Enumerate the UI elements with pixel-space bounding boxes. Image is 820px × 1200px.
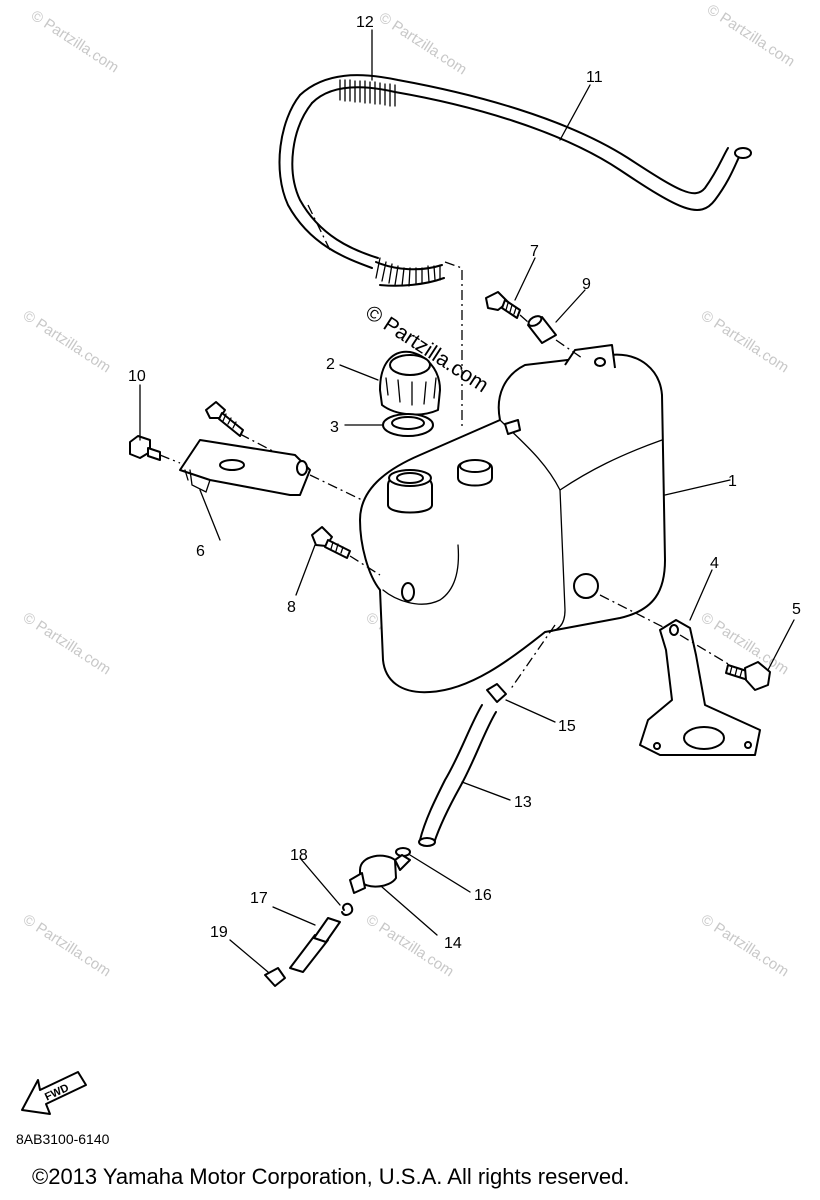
callout-14: 14 xyxy=(444,935,462,952)
watermark: © Partzilla.com xyxy=(20,609,114,678)
hose-coil-upper xyxy=(339,79,396,107)
clip-18 xyxy=(341,902,354,916)
pipe-17 xyxy=(289,917,341,973)
gasket-ring xyxy=(382,413,434,437)
fwd-label: FWD xyxy=(43,1082,71,1103)
callout-15: 15 xyxy=(558,718,576,735)
leader-lines xyxy=(139,29,795,973)
callout-3: 3 xyxy=(330,419,339,436)
callout-8: 8 xyxy=(287,599,296,616)
bolt-5 xyxy=(725,661,771,691)
watermark: © Partzilla.com xyxy=(20,911,114,980)
watermark: © Partzilla.com xyxy=(698,911,792,980)
copyright-notice: ©2013 Yamaha Motor Corporation, U.S.A. A… xyxy=(32,1164,630,1189)
callout-13: 13 xyxy=(514,794,532,811)
bracket-6 xyxy=(179,439,311,496)
callout-11: 11 xyxy=(586,69,603,86)
callout-5: 5 xyxy=(792,601,801,618)
bracket-4 xyxy=(639,619,761,756)
overflow-hose xyxy=(278,74,752,430)
bolt-7 xyxy=(485,291,521,319)
callout-10: 10 xyxy=(128,368,146,385)
bolt-8 xyxy=(311,526,351,559)
diagram-code: 8AB3100-6140 xyxy=(16,1131,110,1147)
callout-18: 18 xyxy=(290,847,308,864)
watermark: © Partzilla.com xyxy=(704,1,798,70)
callout-labels: 1 2 3 4 5 6 7 8 9 10 11 12 13 14 15 16 1… xyxy=(128,14,801,952)
fwd-arrow-icon: FWD xyxy=(21,1071,87,1115)
callout-12: 12 xyxy=(356,14,374,31)
drain-hose-13 xyxy=(418,704,497,847)
callout-19: 19 xyxy=(210,924,228,941)
callout-16: 16 xyxy=(474,887,492,904)
callout-9: 9 xyxy=(582,276,591,293)
clamp-19 xyxy=(264,967,286,987)
bolt-10-upper xyxy=(205,401,244,437)
hose-coil-lower xyxy=(375,257,445,287)
callout-1: 1 xyxy=(728,473,737,490)
callout-2: 2 xyxy=(326,356,335,373)
watermark: © Partzilla.com xyxy=(698,307,792,376)
coolant-reservoir-tank xyxy=(359,344,666,694)
tank-cap xyxy=(379,350,441,416)
watermark: © Partzilla.com xyxy=(363,911,457,980)
valve-14 xyxy=(349,854,411,894)
callout-4: 4 xyxy=(710,555,719,572)
callout-7: 7 xyxy=(530,243,539,260)
nut-10 xyxy=(129,435,161,461)
clamp-15 xyxy=(486,683,507,703)
collar-9 xyxy=(527,315,557,344)
watermark: © Partzilla.com xyxy=(376,9,470,78)
callout-6: 6 xyxy=(196,543,205,560)
watermark: © Partzilla.com xyxy=(20,307,114,376)
watermark: © Partzilla.com xyxy=(28,7,122,76)
callout-17: 17 xyxy=(250,890,268,907)
